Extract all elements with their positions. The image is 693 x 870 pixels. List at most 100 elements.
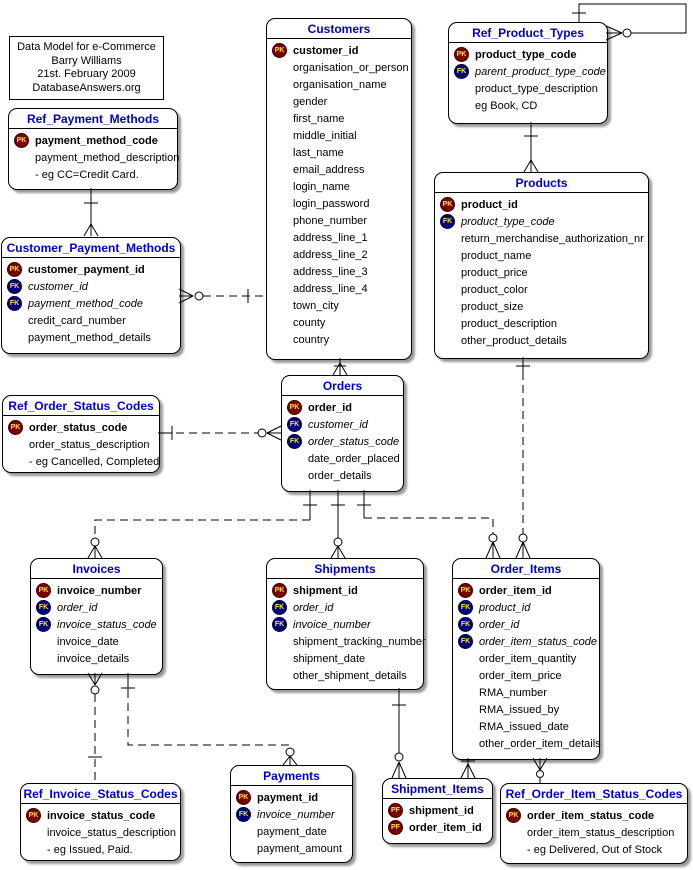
attribute-label: parent_product_type_code [475,65,606,78]
fk-key-icon: FK [458,600,473,615]
entity-attribute-row: organisation_or_person [267,59,411,76]
attribute-label: order_details [308,469,372,482]
entity-attribute-row: order_item_price [453,667,599,684]
attribute-label: address_line_1 [293,231,368,244]
entity-attribute-row: product_name [435,247,648,264]
attribute-label: order_item_id [409,821,482,834]
attribute-label: product_color [461,283,528,296]
entity-attribute-row: PK order_id [282,399,403,416]
attribute-label: product_type_code [461,215,555,228]
entity-attribute-row: payment_method_description [9,149,179,166]
entity-attribute-row: order_details [282,467,403,484]
attribute-label: address_line_3 [293,265,368,278]
attribute-label: eg Book, CD [475,99,538,112]
fk-key-icon: FK [287,434,302,449]
entity-attribute-row: email_address [267,161,411,178]
entity-attribute-row: product_type_description [449,80,607,97]
fk-key-icon: FK [272,600,287,615]
attribute-label: address_line_2 [293,248,368,261]
pk-key-icon: PK [272,43,287,58]
attribute-label: county [293,316,326,329]
attribute-label: invoice_status_description [47,826,177,839]
pf-key-icon: PF [388,803,403,818]
fk-key-icon: FK [36,600,51,615]
attribute-label: - eg CC=Credit Card. [35,168,139,181]
entity-attribute-row: order_item_quantity [453,650,599,667]
entity-attribute-row: eg Book, CD [449,97,607,114]
entity-title-customer_payment_methods: Customer_Payment_Methods [2,238,180,258]
attribute-label: order_id [308,401,353,414]
attribute-label: town_city [293,299,339,312]
pk-key-icon: PK [506,808,521,823]
attribute-label: order_id [479,618,520,631]
attribute-label: invoice_status_code [57,618,157,631]
attribute-label: order_item_price [479,669,562,682]
entity-title-invoices: Invoices [31,559,162,579]
attribute-label: - eg Issued, Paid. [47,843,133,856]
entity-attribute-row: product_color [435,281,648,298]
entity-attribute-row: shipment_date [267,650,423,667]
pk-key-icon: PK [36,583,51,598]
entity-title-ref_payment_methods: Ref_Payment_Methods [9,109,177,129]
attribute-label: invoice_number [293,618,371,631]
entity-attribute-row: order_item_status_description [501,824,687,841]
attribute-label: payment_method_code [35,134,158,147]
entity-attribute-row: FK order_id [31,599,162,616]
attribute-label: product_size [461,300,524,313]
attribute-label: customer_payment_id [28,263,145,276]
entity-title-products: Products [435,173,648,193]
attribute-label: order_item_status_code [479,635,598,648]
attribute-label: country [293,333,330,346]
entity-title-ref_order_item_status_codes: Ref_Order_Item_Status_Codes [501,784,687,804]
entity-attribute-row: invoice_date [31,633,162,650]
note-line-1: Barry Williams [51,54,122,67]
attribute-label: - eg Delivered, Out of Stock [527,843,663,856]
attribute-label: RMA_issued_date [479,720,569,733]
attribute-label: shipment_id [293,584,358,597]
attribute-label: other_order_item_details [479,737,601,750]
note-line-3: DatabaseAnswers.org [32,81,141,94]
attribute-label: order_item_id [479,584,552,597]
entity-attribute-row: PK shipment_id [267,582,423,599]
attribute-label: organisation_name [293,78,387,91]
pk-key-icon: PK [272,583,287,598]
entity-title-payments: Payments [231,766,352,786]
pk-key-icon: PK [7,262,22,277]
attribute-label: middle_initial [293,129,357,142]
entity-attribute-row: country [267,331,411,348]
note-line-0: Data Model for e-Commerce [17,41,156,53]
entity-attribute-row: RMA_issued_date [453,718,599,735]
attribute-label: order_id [57,601,98,614]
attribute-label: credit_card_number [28,314,126,327]
attribute-label: invoice_number [57,584,142,597]
attribute-label: product_description [461,317,558,330]
attribute-label: product_type_description [475,82,598,95]
pk-key-icon: PK [287,400,302,415]
entity-attribute-row: login_name [267,178,411,195]
pk-key-icon: PK [440,197,455,212]
entity-attribute-row: town_city [267,297,411,314]
attribute-label: payment_date [257,825,327,838]
entity-attribute-row: PK customer_payment_id [2,261,180,278]
pk-key-icon: PK [454,47,469,62]
entity-attribute-row: product_size [435,298,648,315]
attribute-label: other_shipment_details [293,669,407,682]
entity-attribute-row: credit_card_number [2,312,180,329]
